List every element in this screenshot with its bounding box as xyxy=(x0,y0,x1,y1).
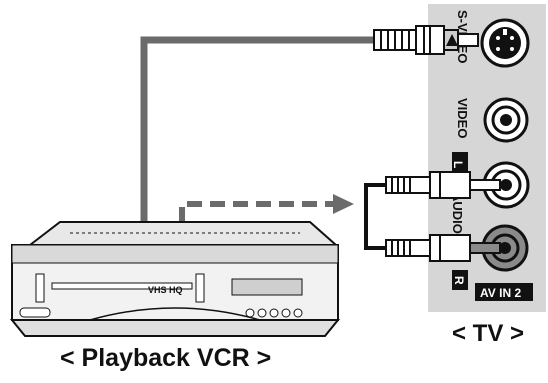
audio-l-jack xyxy=(482,161,530,209)
av-in-2-label: AV IN 2 xyxy=(480,286,521,300)
audio-r-label-box xyxy=(452,270,468,290)
tv-caption: < TV > xyxy=(452,320,525,347)
vcr-caption: < Playback VCR > xyxy=(60,344,272,372)
av-in-2-label-box xyxy=(475,283,533,301)
vcr-logo: VHS HQ xyxy=(148,285,183,295)
audio-cable-split xyxy=(364,183,388,250)
audio-r-label: R xyxy=(452,276,466,285)
audio-l-label-box xyxy=(452,152,468,174)
dashed-arrowhead xyxy=(333,194,354,214)
vcr-unit xyxy=(9,221,341,337)
s-video-cable xyxy=(140,36,378,222)
s-video-jack xyxy=(480,18,530,68)
audio-label: AUDIO xyxy=(450,192,465,234)
audio-r-plug xyxy=(385,234,501,262)
audio-l-label: L xyxy=(451,161,465,168)
s-video-plug xyxy=(373,25,479,55)
audio-l-plug xyxy=(385,171,501,199)
video-jack-label: VIDEO xyxy=(455,98,470,138)
dashed-connection xyxy=(179,201,335,222)
video-jack xyxy=(483,97,529,143)
